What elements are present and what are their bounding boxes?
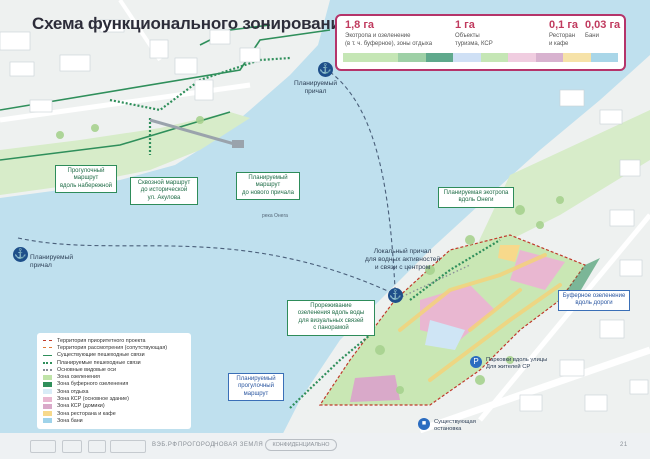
legend-swatch [43, 347, 52, 349]
legend-swatch [43, 389, 52, 395]
summary-bar-segment [398, 53, 426, 62]
summary-bar-segment [425, 53, 453, 62]
callout-planned-route: Планируемый маршрут до нового причала [236, 172, 300, 201]
summary-item-tourism: 1 га Объекты туризма, КСР [455, 19, 493, 47]
label-pier-left: Планируемый причал [30, 254, 74, 269]
buildings-south [519, 89, 649, 412]
summary-item-restaurant: 0,1 га Ресторан и кафе [549, 19, 579, 47]
label-pier-top: Планируемый причал [294, 80, 338, 95]
legend-swatch [43, 403, 52, 409]
legend-label: Существующие пешеходные связи [57, 352, 145, 359]
summary-bar-segment [590, 53, 618, 62]
page-title: Схема функционального зонирования [32, 14, 351, 33]
legend-label: Зона КСР (домики) [57, 403, 105, 410]
summary-bar-segment [535, 53, 563, 62]
parking-icon: P [470, 356, 482, 368]
legend-swatch [43, 361, 52, 364]
legend-swatch [43, 354, 52, 356]
callout-promenade: Прогулочный маршрут вдоль набережной [55, 165, 117, 194]
logo-placeholder [30, 440, 56, 453]
legend-label: Планируемые пешеходные связи [57, 359, 141, 366]
brand-progorod: ПРОГОРОД [178, 442, 215, 448]
label-river: река Онега [262, 213, 288, 219]
legend-label: Зона бани [57, 417, 83, 424]
legend-label: Зона озеленения [57, 374, 100, 381]
confidential-badge: КОНФИДЕНЦИАЛЬНО [265, 439, 337, 451]
callout-thinning: Прореживание озеленения вдоль воды для в… [287, 300, 375, 336]
legend-item: Территория рассмотрения (сопутствующая) [43, 344, 185, 351]
legend-item: Планируемые пешеходные связи [43, 359, 185, 366]
legend-label: Зона отдыха [57, 388, 89, 395]
brand-veb: ВЭБ.РФ [152, 442, 178, 448]
buildings-north [0, 19, 261, 113]
legend-item: Зона бани [43, 417, 185, 424]
summary-bar-segment [370, 53, 398, 62]
callout-eco-trail: Планируемая экотропа вдоль Онеги [438, 187, 514, 208]
label-local-pier: Локальный причал для водных активностей … [365, 248, 441, 271]
summary-bar-segment [453, 53, 481, 62]
legend-swatch [43, 340, 52, 342]
anchor-icon: ⚓ [388, 288, 403, 303]
legend-item: Зона буферного озеленения [43, 381, 185, 388]
summary-area-bar [343, 53, 618, 62]
brand-novaya-zemlya: НОВАЯ ЗЕМЛЯ [214, 442, 264, 448]
summary-bar-segment [508, 53, 536, 62]
legend-item: Территория приоритетного проекта [43, 337, 185, 344]
legend-swatch [43, 381, 52, 387]
legend-item: Зона КСР (домики) [43, 403, 185, 410]
footer: ВЭБ.РФ ПРОГОРОД НОВАЯ ЗЕМЛЯ КОНФИДЕНЦИАЛ… [0, 433, 650, 459]
logo-placeholder [110, 440, 146, 453]
summary-bar-segment [343, 53, 371, 62]
legend-item: Существующие пешеходные связи [43, 352, 185, 359]
bus-icon: ■ [418, 418, 430, 430]
summary-item-eco: 1,8 га Экотропа и озеленение (в т. ч. бу… [345, 19, 433, 47]
callout-buffer: Буферное озеленение вдоль дороги [558, 290, 630, 311]
callout-through-route: Сквозной маршрут до исторической ул. Аку… [130, 177, 198, 206]
page-number: 21 [620, 442, 628, 448]
summary-bar-segment [563, 53, 591, 62]
legend-label: Зона КСР (основное здание) [57, 396, 129, 403]
legend-swatch [43, 368, 52, 371]
callout-planned-walk: Планируемый прогулочный маршрут [228, 373, 284, 402]
summary-item-bath: 0,03 га Бани [585, 19, 621, 39]
legend-label: Основные видовые оси [57, 366, 117, 373]
legend-item: Зона ресторана и кафе [43, 410, 185, 417]
legend-swatch [43, 374, 52, 380]
anchor-icon: ⚓ [13, 247, 28, 262]
legend-item: Зона отдыха [43, 388, 185, 395]
legend-label: Территория рассмотрения (сопутствующая) [57, 344, 168, 351]
label-bus-stop: Существующая остановка [434, 419, 476, 432]
legend-item: Зона КСР (основное здание) [43, 395, 185, 402]
legend-label: Зона буферного озеленения [57, 381, 129, 388]
label-parking: Парковки вдоль улицы Для жителей СР [486, 357, 548, 370]
legend-swatch [43, 396, 52, 402]
legend-label: Зона ресторана и кафе [57, 410, 116, 417]
legend-item: Зона озеленения [43, 373, 185, 380]
logo-placeholder [62, 440, 82, 453]
legend-swatch [43, 418, 52, 424]
anchor-icon: ⚓ [318, 62, 333, 77]
area-summary: 1,8 га Экотропа и озеленение (в т. ч. бу… [335, 14, 626, 71]
legend-label: Территория приоритетного проекта [57, 337, 146, 344]
legend-item: Основные видовые оси [43, 366, 185, 373]
logo-placeholder [88, 440, 106, 453]
rest-zone [425, 320, 465, 350]
summary-bar-segment [480, 53, 508, 62]
legend-swatch [43, 411, 52, 417]
